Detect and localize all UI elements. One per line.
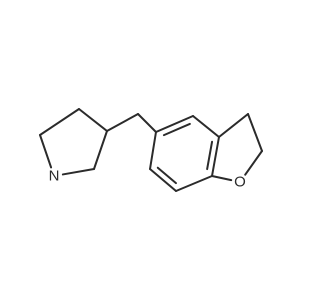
- atom-label-o: O: [234, 174, 246, 191]
- bond-a10-a11: [175, 175, 213, 192]
- bond-a1-a2: [39, 134, 53, 169]
- double-bond-inner-a11-a12: [156, 166, 177, 185]
- bond-a12-a7: [149, 131, 157, 170]
- bond-a9-a10: [211, 136, 220, 177]
- bond-a2-a3: [39, 108, 80, 136]
- double-bond-inner-a7-a8: [162, 122, 191, 137]
- atom-label-n: N: [49, 168, 60, 185]
- bond-a4-a6: [106, 113, 139, 132]
- bond-a6-a7: [137, 113, 157, 133]
- bond-a11-a12: [149, 168, 177, 192]
- bond-a3-a4: [78, 108, 108, 132]
- bond-a8-a9: [192, 115, 220, 138]
- bond-a5-a1: [61, 168, 95, 176]
- bond-a7-a8: [155, 115, 194, 133]
- bond-a14-a15: [247, 113, 263, 152]
- bond-layer: [39, 108, 263, 192]
- bond-a15-a9: [218, 113, 249, 138]
- bond-a10-a13: [211, 175, 233, 182]
- double-bond-inner-a9-a10: [206, 140, 214, 171]
- bond-a4-a5: [93, 130, 108, 170]
- bond-a13-a14: [244, 150, 263, 176]
